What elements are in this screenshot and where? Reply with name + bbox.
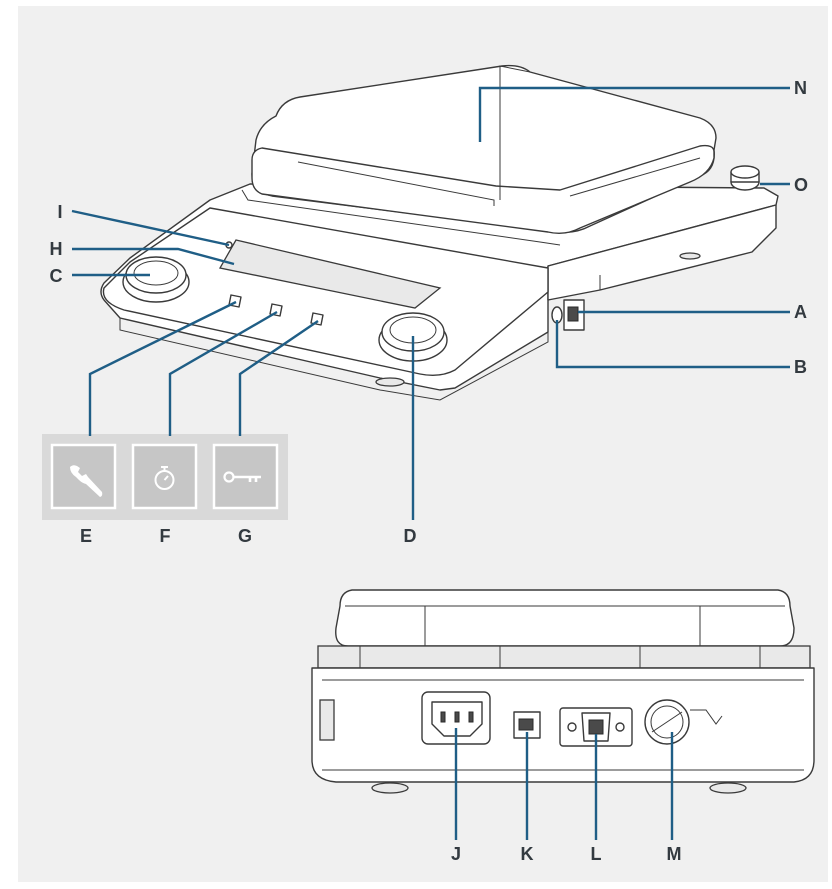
callout-j: J	[451, 844, 461, 864]
callout-f: F	[160, 526, 171, 546]
callout-m: M	[667, 844, 682, 864]
callout-h: H	[50, 239, 63, 259]
callout-labels: N O I H C A B E F G D J K L M	[50, 78, 809, 864]
key-icon	[212, 443, 279, 510]
rear-view-device	[311, 589, 815, 794]
display-window	[218, 239, 442, 309]
leader-line-n	[478, 86, 790, 142]
leader-line-h	[72, 247, 235, 266]
leader-line-i	[71, 209, 230, 247]
callout-g: G	[238, 526, 252, 546]
wrench-icon	[50, 443, 117, 510]
callout-n: N	[794, 78, 807, 98]
stopwatch-icon	[131, 443, 198, 510]
lock-button	[310, 312, 324, 326]
leader-line-e	[88, 300, 237, 436]
callout-o: O	[794, 175, 808, 195]
callout-d: D	[404, 526, 417, 546]
callout-c: C	[50, 266, 63, 286]
button-icon-legend	[42, 434, 288, 520]
callout-b: B	[794, 357, 807, 377]
callout-i: I	[57, 202, 62, 222]
callout-e: E	[80, 526, 92, 546]
front-view-device	[100, 64, 779, 401]
callout-l: L	[591, 844, 602, 864]
leader-lines	[71, 86, 790, 840]
leader-line-b	[555, 320, 790, 369]
leader-line-g	[238, 320, 319, 436]
callout-k: K	[521, 844, 534, 864]
leader-line-f	[168, 310, 278, 436]
callout-a: A	[794, 302, 807, 322]
